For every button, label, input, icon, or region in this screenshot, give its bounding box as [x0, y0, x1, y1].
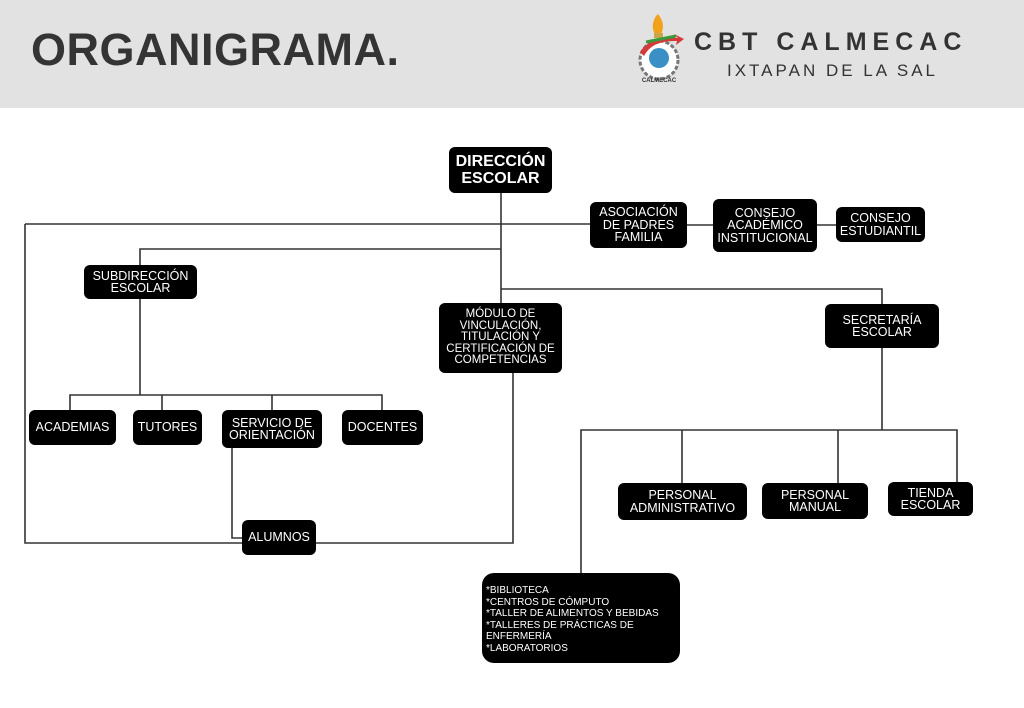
node-consejo-estudiantil: CONSEJO ESTUDIANTIL — [836, 207, 925, 242]
node-docentes: DOCENTES — [342, 410, 423, 445]
node-asociacion-padres: ASOCIACIÓN DE PADRES FAMILIA — [590, 202, 687, 248]
node-consejo-academico: CONSEJO ACADÉMICO INSTITUCIONAL — [713, 199, 817, 252]
node-tutores: TUTORES — [133, 410, 202, 445]
node-subdireccion: SUBDIRECCIÓN ESCOLAR — [84, 265, 197, 299]
node-direccion-escolar: DIRECCIÓN ESCOLAR — [449, 147, 552, 193]
brand-location: IXTAPAN DE LA SAL — [727, 61, 938, 80]
school-logo-icon: CALMECAC — [638, 14, 684, 84]
node-secretaria-escolar: SECRETARÍA ESCOLAR — [825, 304, 939, 348]
connector — [231, 448, 242, 539]
connector — [69, 299, 383, 410]
page-title: ORGANIGRAMA. — [31, 24, 400, 75]
brand-name: CBT CALMECAC — [694, 28, 968, 56]
connector — [501, 288, 883, 304]
connector — [580, 348, 958, 573]
header-banner: ORGANIGRAMA. CALMECAC CBT CALMECAC IXTAP… — [0, 0, 1024, 108]
node-tienda-escolar: TIENDA ESCOLAR — [888, 482, 973, 516]
node-alumnos: ALUMNOS — [242, 520, 316, 555]
svg-text:CALMECAC: CALMECAC — [642, 78, 677, 84]
node-personal-manual: PERSONAL MANUAL — [762, 483, 868, 519]
node-servicio-orientacion: SERVICIO DE ORIENTACIÓN — [222, 410, 322, 448]
connector — [139, 248, 501, 265]
node-servicios-list: *BIBLIOTECA *CENTROS DE CÓMPUTO *TALLER … — [482, 573, 680, 663]
node-personal-administrativo: PERSONAL ADMINISTRATIVO — [618, 483, 747, 520]
node-modulo-vinculacion: MÓDULO DE VINCULACIÓN, TITULACIÓN Y CERT… — [439, 303, 562, 373]
connector — [25, 223, 836, 226]
connector — [24, 224, 514, 544]
node-academias: ACADEMIAS — [29, 410, 116, 445]
